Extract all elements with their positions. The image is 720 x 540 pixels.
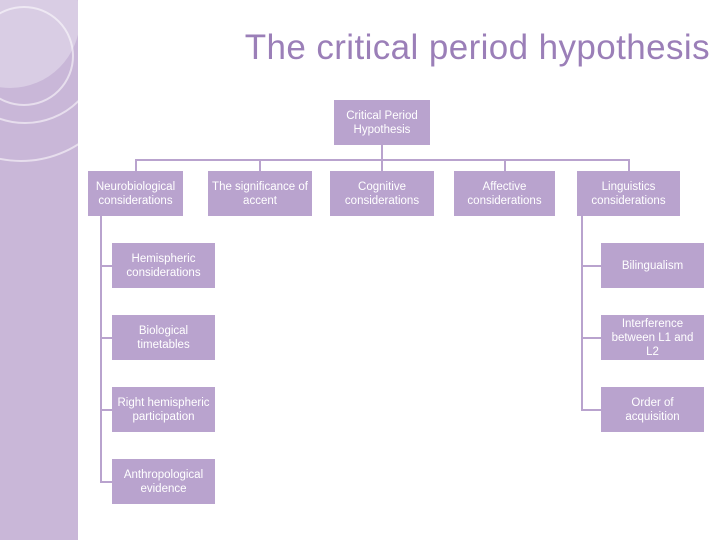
node-affective-label: Affective considerations: [467, 180, 542, 207]
page-title: The critical period hypothesis: [244, 28, 710, 67]
node-biological-timetables[interactable]: Biological timetables: [112, 315, 215, 360]
node-right-hemispheric-participation[interactable]: Right hemispheric participation: [112, 387, 215, 432]
node-right-hemispheric-participation-label: Right hemispheric participation: [117, 396, 210, 423]
node-interference-l1-l2[interactable]: Interference between L1 and L2: [601, 315, 704, 360]
connector-left-spine: [100, 216, 102, 481]
node-biological-timetables-label: Biological timetables: [137, 324, 190, 351]
node-hemispheric-considerations-label: Hemispheric considerations: [126, 252, 201, 279]
node-order-of-acquisition-label: Order of acquisition: [625, 396, 680, 423]
connector-root-stem: [381, 145, 383, 159]
decorative-side-band: [0, 0, 78, 540]
node-interference-l1-l2-label: Interference between L1 and L2: [611, 317, 694, 358]
connector-right-child-1: [581, 265, 601, 267]
node-linguistics[interactable]: Linguistics considerations: [577, 171, 680, 216]
connector-left-child-4: [100, 481, 112, 483]
connector-drop-affective: [504, 159, 506, 171]
connector-left-child-3: [100, 409, 112, 411]
node-order-of-acquisition[interactable]: Order of acquisition: [601, 387, 704, 432]
node-cognitive-label: Cognitive considerations: [344, 180, 420, 207]
node-root-label: Critical Period Hypothesis: [346, 109, 418, 136]
connector-left-child-1: [100, 265, 112, 267]
node-bilingualism[interactable]: Bilingualism: [601, 243, 704, 288]
node-significance-of-accent[interactable]: The significance of accent: [208, 171, 312, 216]
connector-drop-cognitive: [381, 159, 383, 171]
connector-drop-linguistics: [628, 159, 630, 171]
connector-right-child-2: [581, 337, 601, 339]
node-significance-of-accent-label: The significance of accent: [212, 180, 308, 207]
connector-drop-neurobiological: [135, 159, 137, 171]
node-root[interactable]: Critical Period Hypothesis: [334, 100, 430, 145]
node-hemispheric-considerations[interactable]: Hemispheric considerations: [112, 243, 215, 288]
connector-right-spine: [581, 216, 583, 409]
node-cognitive[interactable]: Cognitive considerations: [330, 171, 434, 216]
node-linguistics-label: Linguistics considerations: [591, 180, 666, 207]
connector-left-child-2: [100, 337, 112, 339]
node-bilingualism-label: Bilingualism: [621, 259, 684, 272]
connector-right-child-3: [581, 409, 601, 411]
node-anthropological-evidence[interactable]: Anthropological evidence: [112, 459, 215, 504]
connector-drop-accent: [259, 159, 261, 171]
node-affective[interactable]: Affective considerations: [454, 171, 555, 216]
node-neurobiological[interactable]: Neurobiological considerations: [88, 171, 183, 216]
node-anthropological-evidence-label: Anthropological evidence: [123, 468, 204, 495]
node-neurobiological-label: Neurobiological considerations: [95, 180, 176, 207]
